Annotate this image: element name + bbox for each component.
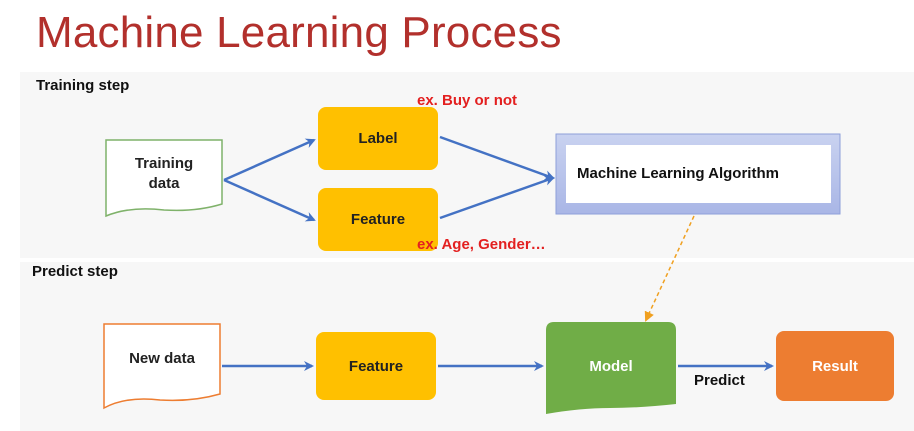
training-step-label: Training step — [36, 77, 130, 94]
training-feature-node: Feature — [350, 211, 406, 228]
predict-step-label: Predict step — [32, 263, 118, 280]
new-data-document-shape — [103, 323, 221, 410]
algorithm-node: Machine Learning Algorithm — [577, 165, 779, 182]
training-data-node: Training data — [134, 155, 194, 192]
arrow-data-to-feature — [223, 178, 316, 222]
model-box-shape — [546, 322, 676, 414]
predict-feature-box-shape — [316, 332, 436, 400]
algorithm-box-inner — [566, 145, 831, 203]
slide-title: Machine Learning Process — [36, 8, 562, 57]
training-data-document-shape — [105, 139, 223, 218]
label-box-shape — [318, 107, 438, 170]
feature-example-annotation: ex. Age, Gender… — [417, 236, 546, 253]
arrow-label-to-algorithm — [439, 135, 555, 180]
new-data-node: New data — [129, 349, 195, 367]
arrow-data-to-label — [223, 138, 316, 182]
model-node: Model — [589, 357, 633, 375]
arrow-algorithm-to-model — [644, 215, 695, 322]
arrow-feature-to-algorithm — [439, 175, 555, 220]
predict-arrow-label: Predict — [694, 372, 745, 389]
label-example-annotation: ex. Buy or not — [417, 92, 518, 109]
predict-feature-node: Feature — [348, 357, 404, 375]
training-feature-box-shape — [318, 188, 438, 251]
result-box-shape — [776, 331, 894, 401]
label-node: Label — [358, 130, 398, 147]
result-node: Result — [812, 357, 858, 375]
